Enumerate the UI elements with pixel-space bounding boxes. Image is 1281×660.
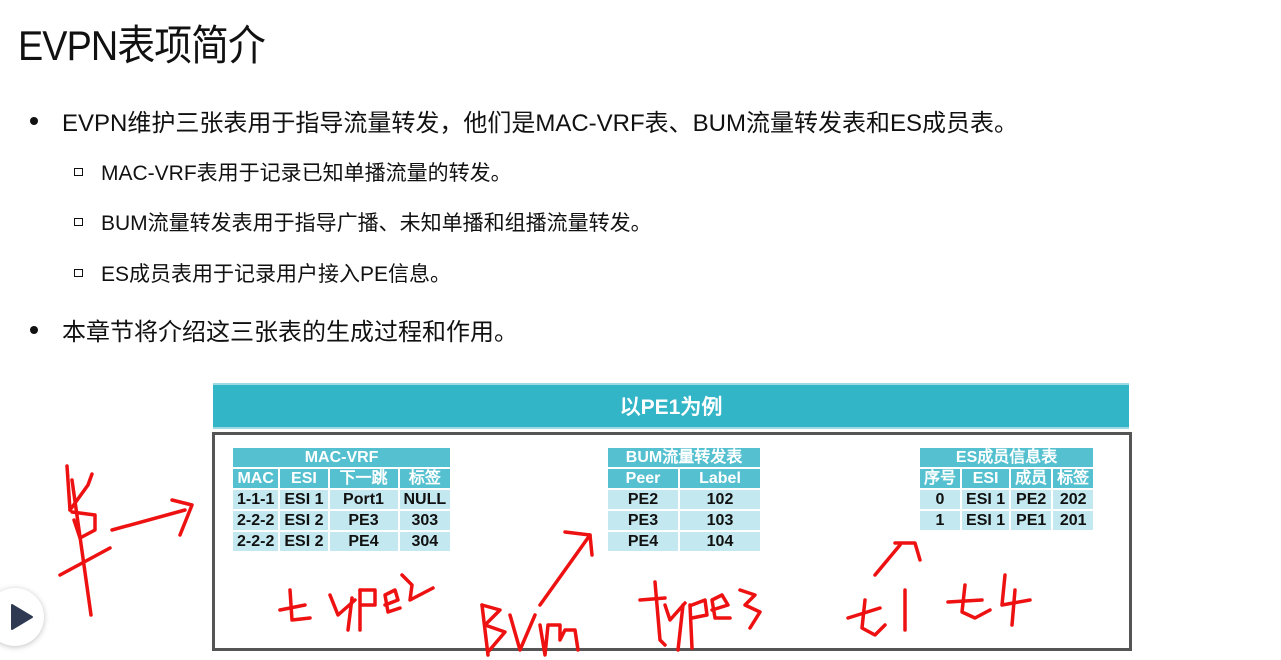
bullet-text: EVPN维护三张表用于指导流量转发，他们是MAC-VRF表、BUM流量转发表和E…	[62, 110, 1019, 137]
table-caption: BUM流量转发表	[608, 448, 760, 467]
table-row: 2-2-2 ESI 2 PE4 304	[233, 532, 451, 551]
table-cell: 102	[680, 490, 760, 509]
bullet-text: ES成员表用于记录用户接入PE信息。	[101, 263, 452, 286]
column-header: 标签	[1053, 469, 1094, 488]
table-cell: ESI 2	[280, 532, 328, 551]
square-bullet-icon	[74, 218, 83, 226]
table-cell: 103	[680, 511, 760, 530]
table-cell: 201	[1053, 511, 1094, 530]
table-caption: ES成员信息表	[920, 448, 1094, 467]
bullet-text: 本章节将介绍这三张表的生成过程和作用。	[62, 319, 518, 346]
table-cell: PE4	[329, 532, 398, 551]
table-row: 1 ESI 1 PE1 201	[920, 511, 1094, 530]
table-cell: 1-1-1	[233, 490, 279, 509]
bullet-dot-icon	[30, 116, 38, 125]
play-button[interactable]	[0, 588, 44, 646]
table-row: 1-1-1 ESI 1 Port1 NULL	[233, 490, 451, 509]
table-cell: PE3	[329, 511, 398, 530]
column-header: 序号	[920, 469, 961, 488]
square-bullet-icon	[74, 168, 83, 176]
bullet-text: MAC-VRF表用于记录已知单播流量的转发。	[101, 162, 512, 185]
table-cell: 1	[920, 511, 961, 530]
table-cell: 303	[399, 511, 451, 530]
column-header: 成员	[1011, 469, 1052, 488]
bullet-dot-icon	[30, 325, 38, 334]
page-title: EVPN表项简介	[18, 22, 266, 69]
table-caption: MAC-VRF	[233, 448, 451, 467]
table-cell: NULL	[399, 490, 451, 509]
sub-bullet-item: ES成员表用于记录用户接入PE信息。	[74, 258, 451, 288]
sub-bullet-item: MAC-VRF表用于记录已知单播流量的转发。	[74, 157, 512, 187]
play-icon	[11, 604, 33, 630]
mac-vrf-table: MAC-VRF MAC ESI 下一跳 标签 1-1-1 ESI 1 Port1…	[231, 446, 452, 553]
column-header: MAC	[233, 469, 279, 488]
column-header: ESI	[962, 469, 1010, 488]
table-cell: 104	[680, 532, 760, 551]
column-header: Label	[680, 469, 760, 488]
bullet-item: EVPN维护三张表用于指导流量转发，他们是MAC-VRF表、BUM流量转发表和E…	[30, 103, 1018, 138]
column-header: Peer	[608, 469, 678, 488]
table-cell: PE4	[608, 532, 678, 551]
column-header: 下一跳	[329, 469, 398, 488]
table-cell: 0	[920, 490, 961, 509]
table-cell: ESI 2	[280, 511, 328, 530]
table-cell: ESI 1	[962, 490, 1010, 509]
table-cell: PE3	[608, 511, 678, 530]
column-header: 标签	[399, 469, 451, 488]
table-cell: PE2	[608, 490, 678, 509]
bullet-text: BUM流量转发表用于指导广播、未知单播和组播流量转发。	[101, 212, 652, 235]
table-cell: 2-2-2	[233, 532, 279, 551]
bullet-item: 本章节将介绍这三张表的生成过程和作用。	[30, 312, 518, 347]
sub-bullet-item: BUM流量转发表用于指导广播、未知单播和组播流量转发。	[74, 207, 652, 237]
table-row: 2-2-2 ESI 2 PE3 303	[233, 511, 451, 530]
table-cell: Port1	[329, 490, 398, 509]
diagram-banner: 以PE1为例	[213, 383, 1129, 429]
square-bullet-icon	[74, 269, 83, 277]
es-member-table: ES成员信息表 序号 ESI 成员 标签 0 ESI 1 PE2 202 1 E…	[918, 446, 1095, 532]
table-cell: 304	[399, 532, 451, 551]
table-cell: PE1	[1011, 511, 1052, 530]
table-cell: PE2	[1011, 490, 1052, 509]
table-cell: ESI 1	[280, 490, 328, 509]
table-cell: 202	[1053, 490, 1094, 509]
annotation-dan-arrow	[58, 464, 194, 617]
column-header: ESI	[280, 469, 328, 488]
table-cell: 2-2-2	[233, 511, 279, 530]
table-cell: ESI 1	[962, 511, 1010, 530]
table-row: 0 ESI 1 PE2 202	[920, 490, 1094, 509]
